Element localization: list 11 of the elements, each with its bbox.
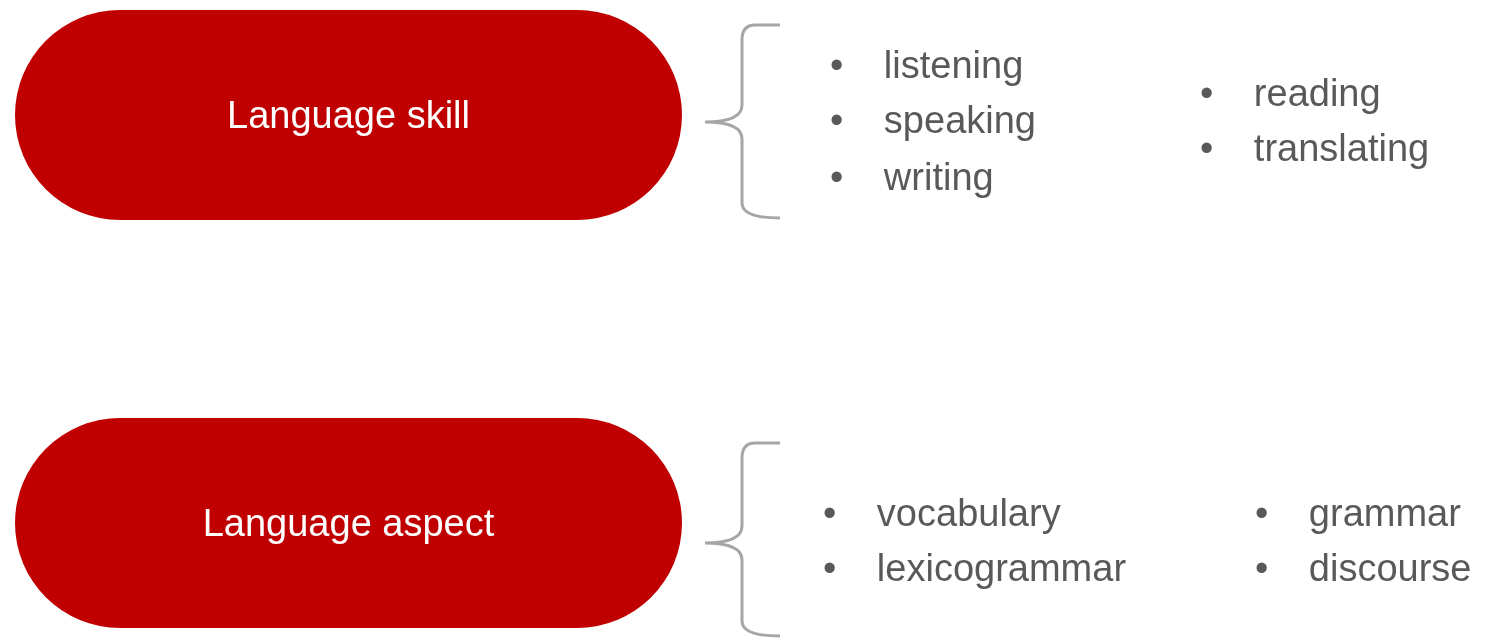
list-item: • speaking xyxy=(830,98,1036,143)
list-item: • discourse xyxy=(1255,546,1472,591)
list-item: • translating xyxy=(1200,126,1430,171)
node-label: Language skill xyxy=(227,93,470,137)
list-item: • vocabulary xyxy=(823,491,1061,536)
list-item: • listening xyxy=(830,43,1024,88)
list-item: • lexicogrammar xyxy=(823,546,1127,591)
list-item: • grammar xyxy=(1255,491,1461,536)
list-item: • writing xyxy=(830,155,994,200)
node-label: Language aspect xyxy=(202,501,495,545)
list-item: • reading xyxy=(1200,71,1381,116)
